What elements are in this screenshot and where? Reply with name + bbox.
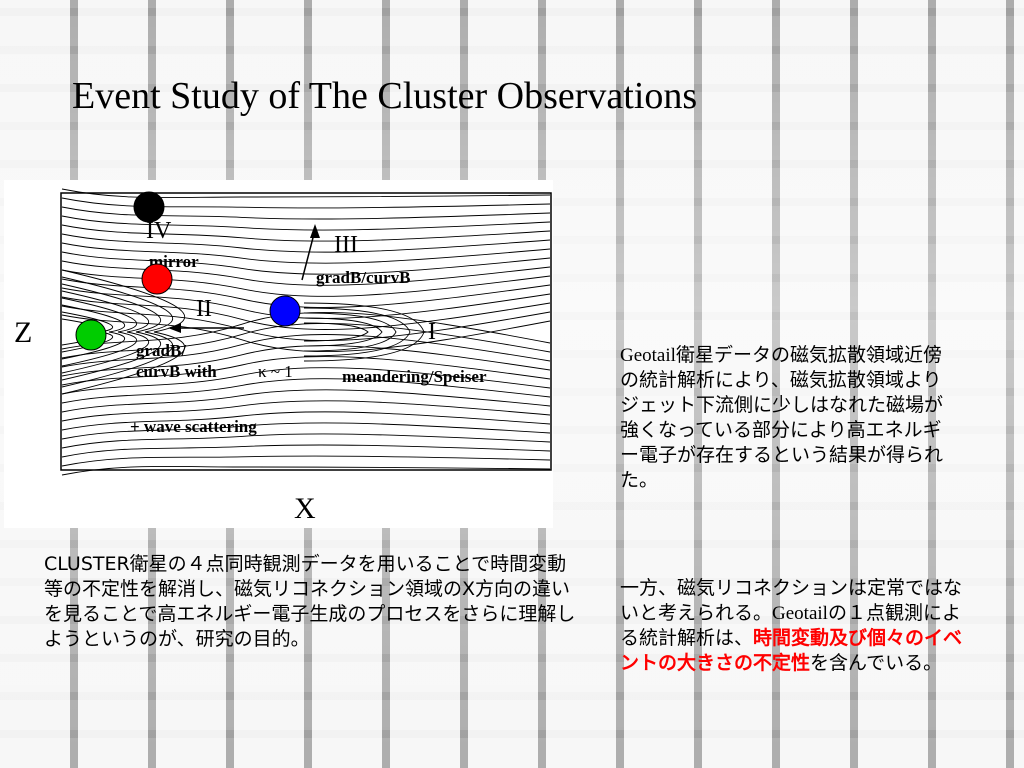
uncertainty-highlight: 時間変動及び個々のイベントの大きさの不定性 — [620, 627, 963, 674]
field-loop — [303, 317, 383, 347]
field-line — [61, 378, 551, 404]
research-goal-text: CLUSTER衛星の４点同時観測データを用いることで時間変動等の不定性を解消し、… — [44, 553, 576, 650]
black-spacecraft-dot — [133, 191, 165, 223]
geotail-result-body: 衛星データの磁気拡散領域近傍の統計解析により、磁気拡散領域よりジェット下流側に少… — [620, 344, 944, 491]
meandering-label: meandering/Speiser — [342, 367, 487, 386]
field-line — [61, 444, 551, 458]
geotail-word-2: Geotail — [772, 603, 828, 624]
field-line — [61, 260, 551, 286]
field-loop — [303, 307, 411, 357]
arrow-ii-head — [168, 323, 181, 333]
field-line — [61, 215, 551, 231]
field-line — [61, 197, 551, 209]
field-line-figure: Z X IV mirror III gradB/curvB II I gradB… — [4, 180, 553, 528]
uncertainty-part3: を含んでいる。 — [810, 652, 943, 674]
field-line — [61, 311, 551, 350]
field-loop — [303, 322, 369, 342]
field-loop — [61, 297, 138, 367]
axis-x-label: X — [294, 492, 316, 525]
field-line — [61, 233, 551, 253]
field-line — [61, 314, 551, 353]
field-line — [61, 206, 551, 220]
geotail-word: Geotail — [620, 345, 676, 366]
field-line — [61, 465, 551, 476]
field-loop — [61, 276, 174, 388]
wave-scattering-label: + wave scattering — [130, 417, 257, 436]
field-line — [61, 400, 551, 422]
field-line — [61, 305, 551, 341]
field-line — [61, 251, 551, 275]
field-line — [61, 389, 551, 413]
field-loop — [61, 304, 125, 360]
field-line — [61, 269, 551, 297]
region-ii-label: II — [196, 296, 212, 322]
field-line — [61, 287, 551, 319]
slide-title: Event Study of The Cluster Observations — [72, 75, 698, 117]
field-line — [61, 296, 551, 330]
gradb-curvb-top-label: gradB/curvB — [316, 268, 410, 287]
region-i-label: I — [428, 319, 436, 345]
field-line — [61, 422, 551, 440]
axis-z-label: Z — [14, 316, 32, 349]
field-line-diagram: Z X IV mirror III gradB/curvB II I gradB… — [14, 188, 552, 525]
kappa-label: κ ~ 1 — [258, 362, 293, 381]
blue-spacecraft-dot — [269, 295, 301, 327]
field-line — [61, 411, 551, 431]
green-spacecraft-dot — [75, 319, 107, 351]
uncertainty-text: 一方、磁気リコネクションは定常ではないと考えられる。Geotailの１点観測によ… — [620, 576, 965, 676]
field-line — [61, 334, 551, 368]
geotail-result-text: Geotail衛星データの磁気拡散領域近傍の統計解析により、磁気拡散領域よりジェ… — [620, 343, 960, 493]
field-loop — [61, 290, 149, 374]
plot-frame — [60, 192, 552, 471]
field-line — [61, 367, 551, 395]
arrow-iii-head — [310, 224, 320, 238]
field-line — [61, 455, 551, 467]
arrow-iii-line — [301, 229, 316, 281]
field-line — [61, 188, 551, 199]
field-loop — [61, 269, 185, 395]
field-loop — [61, 283, 161, 381]
field-loop — [303, 312, 397, 352]
field-line — [61, 323, 551, 359]
curvb-with-label: curvB with — [136, 362, 217, 381]
field-line — [61, 224, 551, 242]
field-lines — [61, 188, 551, 476]
gradb-label: gradB/ — [136, 341, 186, 360]
field-line — [61, 345, 551, 377]
field-loop — [303, 302, 425, 362]
field-line — [61, 242, 551, 264]
field-line — [61, 433, 551, 449]
region-iii-label: III — [334, 232, 358, 258]
uncertainty-part1: 一方、磁気リコネクションは定常ではないと考えられる。 — [620, 577, 963, 624]
uncertainty-part2: の１点観測による統計解析は、 — [620, 602, 961, 649]
red-spacecraft-dot — [141, 263, 173, 295]
